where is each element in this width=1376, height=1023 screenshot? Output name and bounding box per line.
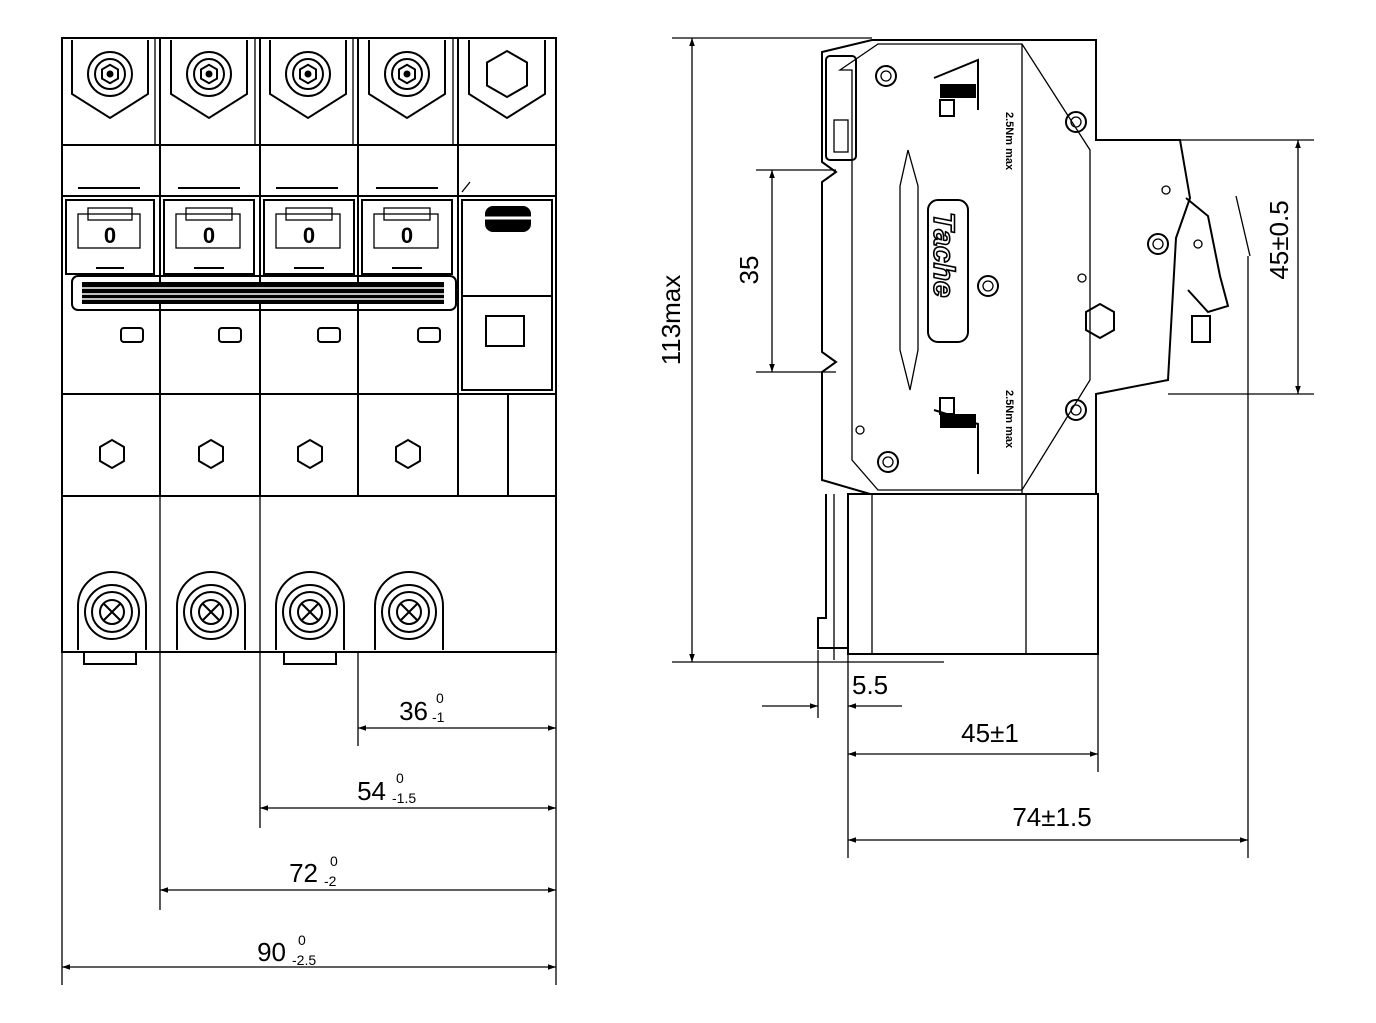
- terminal-symbol-bottom: 2.5Nm max: [933, 390, 1015, 474]
- front-body-outline: [61, 37, 557, 653]
- brand-badge: Tache: [926, 199, 969, 343]
- switch-mark-3: 0: [303, 223, 315, 248]
- svg-text:72: 72: [289, 858, 318, 888]
- side-toggle-lever: [825, 55, 857, 161]
- svg-text:0: 0: [396, 770, 404, 786]
- svg-text:2.5Nm max: 2.5Nm max: [1003, 390, 1015, 449]
- switch-mark-4: 0: [401, 223, 413, 248]
- dim-label-54: 54 0 -1.5: [357, 770, 416, 806]
- svg-text:90: 90: [257, 937, 286, 967]
- dim-label-36: 36 0 -1: [399, 690, 445, 726]
- terminal-symbol-top: 2.5Nm max: [933, 58, 1015, 171]
- dim-label-74: 74±1.5: [1012, 802, 1091, 832]
- svg-text:54: 54: [357, 776, 386, 806]
- svg-text:0: 0: [436, 690, 444, 706]
- dim-label-45-1: 45±1: [961, 718, 1019, 748]
- front-view: 0 0 0 0: [61, 37, 557, 985]
- hex-markers: [99, 438, 421, 470]
- svg-text:0: 0: [298, 932, 306, 948]
- svg-text:-2: -2: [324, 873, 337, 889]
- svg-text:-1: -1: [432, 709, 445, 725]
- dim-label-72: 72 0 -2: [289, 853, 338, 889]
- svg-text:36: 36: [399, 696, 428, 726]
- side-lower-block: [847, 493, 1099, 655]
- dim-label-90: 90 0 -2.5: [257, 932, 316, 968]
- switch-windows: 0 0 0 0: [65, 199, 453, 275]
- dim-label-45-05: 45±0.5: [1264, 200, 1294, 279]
- svg-text:-1.5: -1.5: [392, 790, 416, 806]
- svg-text:0: 0: [330, 853, 338, 869]
- top-terminal-screws: [71, 40, 546, 120]
- dim-label-35: 35: [734, 256, 764, 285]
- switch-mark-2: 0: [203, 223, 215, 248]
- dim-label-113max: 113max: [656, 275, 686, 366]
- brand-logo: Tache: [927, 212, 960, 298]
- side-screws: [855, 65, 1203, 473]
- bottom-terminal-screws: [77, 571, 444, 665]
- dim-label-5-5: 5.5: [852, 670, 888, 700]
- side-view: 2.5Nm max 2.5Nm max Tache: [656, 37, 1314, 858]
- switch-mark-1: 0: [104, 223, 116, 248]
- handle-bar: [71, 275, 457, 311]
- svg-text:2.5Nm max: 2.5Nm max: [1003, 112, 1015, 171]
- aux-module: [461, 181, 553, 391]
- svg-text:-2.5: -2.5: [292, 952, 316, 968]
